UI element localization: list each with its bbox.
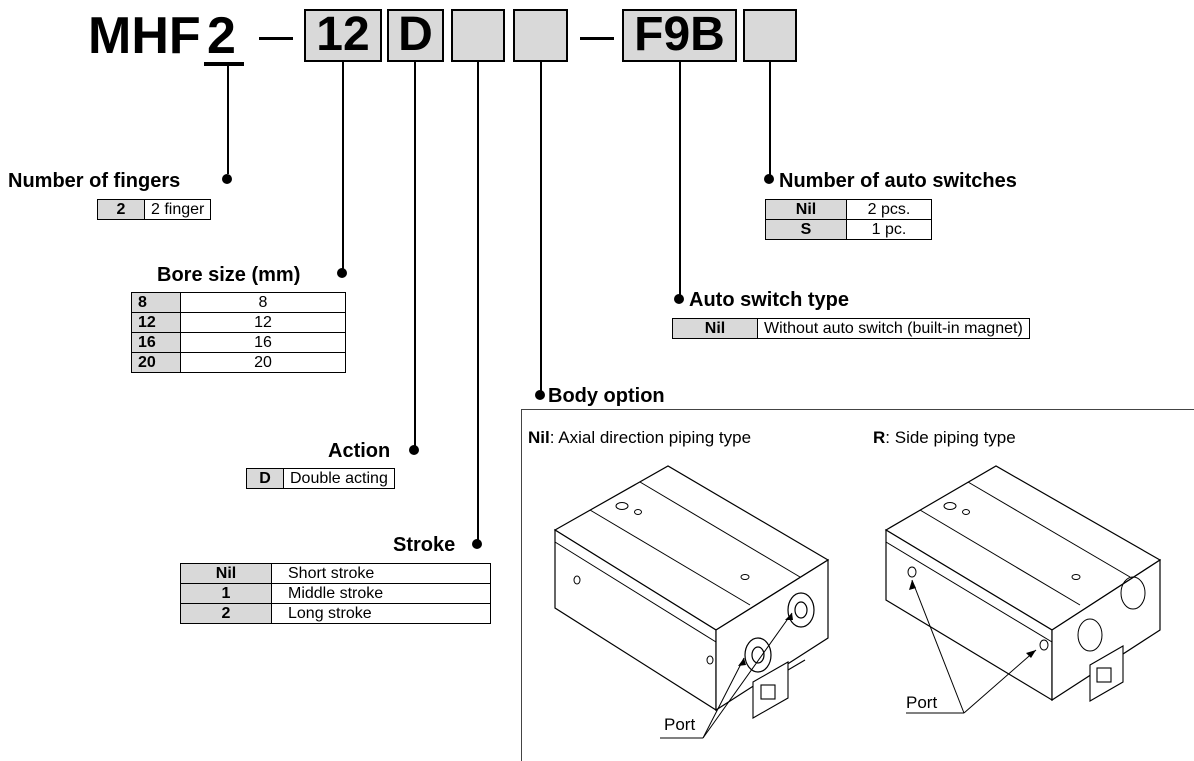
switch-count-dot bbox=[764, 174, 774, 184]
fingers-dot bbox=[222, 174, 232, 184]
fingers-table: 2 2 finger bbox=[97, 199, 212, 220]
table-row: 8 8 bbox=[131, 292, 346, 313]
switch-count-value: 1 pc. bbox=[846, 219, 932, 240]
side-port-label: Port bbox=[906, 693, 938, 712]
body-option-frame bbox=[521, 409, 1194, 761]
action-value: Double acting bbox=[283, 468, 395, 489]
nil-piping-key: Nil bbox=[528, 428, 550, 447]
bore-key: 20 bbox=[131, 352, 181, 373]
switch-count-heading: Number of auto switches bbox=[779, 170, 1017, 192]
body-option-heading: Body option bbox=[548, 385, 665, 407]
stroke-leader bbox=[477, 62, 479, 542]
bore-key: 16 bbox=[131, 332, 181, 353]
fingers-code: 2 bbox=[207, 7, 236, 65]
switch-type-value: Without auto switch (built-in magnet) bbox=[757, 318, 1030, 339]
table-row: Nil Without auto switch (built-in magnet… bbox=[672, 318, 1030, 339]
stroke-key: Nil bbox=[180, 563, 272, 584]
switch-count-value: 2 pcs. bbox=[846, 199, 932, 220]
fingers-heading: Number of fingers bbox=[8, 170, 181, 192]
nil-piping-label: Nil: Axial direction piping type bbox=[528, 428, 751, 448]
table-row: 12 12 bbox=[131, 312, 346, 333]
action-dot bbox=[409, 445, 419, 455]
bore-value: 20 bbox=[180, 352, 346, 373]
table-row: 1 Middle stroke bbox=[180, 583, 491, 604]
switch-type-dot bbox=[674, 294, 684, 304]
axial-ports bbox=[744, 592, 815, 673]
fingers-value: 2 finger bbox=[143, 199, 212, 220]
stroke-code-box bbox=[451, 9, 505, 62]
side-port-2 bbox=[1039, 639, 1049, 651]
side-port-1 bbox=[907, 566, 917, 578]
table-row: D Double acting bbox=[246, 468, 395, 489]
model-prefix: MHF bbox=[88, 7, 201, 65]
action-heading: Action bbox=[328, 440, 391, 462]
stroke-value: Short stroke bbox=[271, 563, 491, 584]
table-row: 16 16 bbox=[131, 332, 346, 353]
axial-port-leaders bbox=[660, 612, 793, 739]
action-code-box: D bbox=[387, 9, 444, 62]
bore-value: 16 bbox=[180, 332, 346, 353]
side-piping-gripper-drawing bbox=[884, 465, 1162, 714]
bore-key: 8 bbox=[131, 292, 181, 313]
side-switch-bracket bbox=[1089, 645, 1124, 702]
fingers-key: 2 bbox=[97, 199, 145, 220]
action-table: D Double acting bbox=[246, 468, 395, 489]
bore-value: 12 bbox=[180, 312, 346, 333]
body-option-leader bbox=[540, 62, 542, 392]
side-port-leaders bbox=[906, 579, 1037, 714]
switch-count-code-box bbox=[743, 9, 797, 62]
switch-count-key: S bbox=[765, 219, 847, 240]
side-port-arrowheads bbox=[909, 580, 1036, 658]
stroke-dot bbox=[472, 539, 482, 549]
bore-key: 12 bbox=[131, 312, 181, 333]
stroke-value: Middle stroke bbox=[271, 583, 491, 604]
table-row: 20 20 bbox=[131, 352, 346, 373]
axial-port-label: Port bbox=[664, 715, 696, 734]
stroke-table: Nil Short stroke 1 Middle stroke 2 Long … bbox=[180, 563, 491, 624]
switch-count-table: Nil 2 pcs. S 1 pc. bbox=[765, 199, 932, 240]
table-row: 2 2 finger bbox=[97, 199, 212, 220]
action-key: D bbox=[246, 468, 284, 489]
switch-count-key: Nil bbox=[765, 199, 847, 220]
axial-piping-gripper-drawing bbox=[553, 465, 830, 739]
stroke-heading: Stroke bbox=[393, 534, 456, 556]
switch-type-key: Nil bbox=[672, 318, 758, 339]
stroke-key: 1 bbox=[180, 583, 272, 604]
switch-type-heading: Auto switch type bbox=[689, 289, 850, 311]
bore-heading: Bore size (mm) bbox=[157, 264, 301, 286]
switch-type-code-box: F9B bbox=[622, 9, 737, 62]
r-piping-key: R bbox=[873, 428, 886, 447]
bore-dot bbox=[337, 268, 347, 278]
stroke-value: Long stroke bbox=[271, 603, 491, 624]
code-dash-1 bbox=[259, 37, 293, 40]
switch-count-leader bbox=[769, 62, 771, 178]
switch-type-leader bbox=[679, 62, 681, 297]
nil-piping-desc: : Axial direction piping type bbox=[549, 428, 752, 447]
bore-table: 8 8 12 12 16 16 20 20 bbox=[131, 292, 346, 373]
body-option-code-box bbox=[513, 9, 568, 62]
fingers-code-underline bbox=[204, 62, 244, 66]
code-dash-2 bbox=[580, 37, 614, 40]
table-row: 2 Long stroke bbox=[180, 603, 491, 624]
r-piping-desc: : Side piping type bbox=[885, 428, 1016, 447]
fingers-leader bbox=[227, 66, 229, 174]
stroke-key: 2 bbox=[180, 603, 272, 624]
axial-port-arrowheads bbox=[738, 613, 793, 666]
table-row: Nil 2 pcs. bbox=[765, 199, 932, 220]
body-option-dot bbox=[535, 390, 545, 400]
axial-switch-bracket bbox=[752, 659, 806, 719]
switch-type-table: Nil Without auto switch (built-in magnet… bbox=[672, 318, 1030, 339]
action-leader bbox=[414, 62, 416, 447]
table-row: S 1 pc. bbox=[765, 219, 932, 240]
bore-code-box: 12 bbox=[304, 9, 382, 62]
bore-value: 8 bbox=[180, 292, 346, 313]
table-row: Nil Short stroke bbox=[180, 563, 491, 584]
r-piping-label: R: Side piping type bbox=[873, 428, 1016, 448]
bore-leader bbox=[342, 62, 344, 270]
